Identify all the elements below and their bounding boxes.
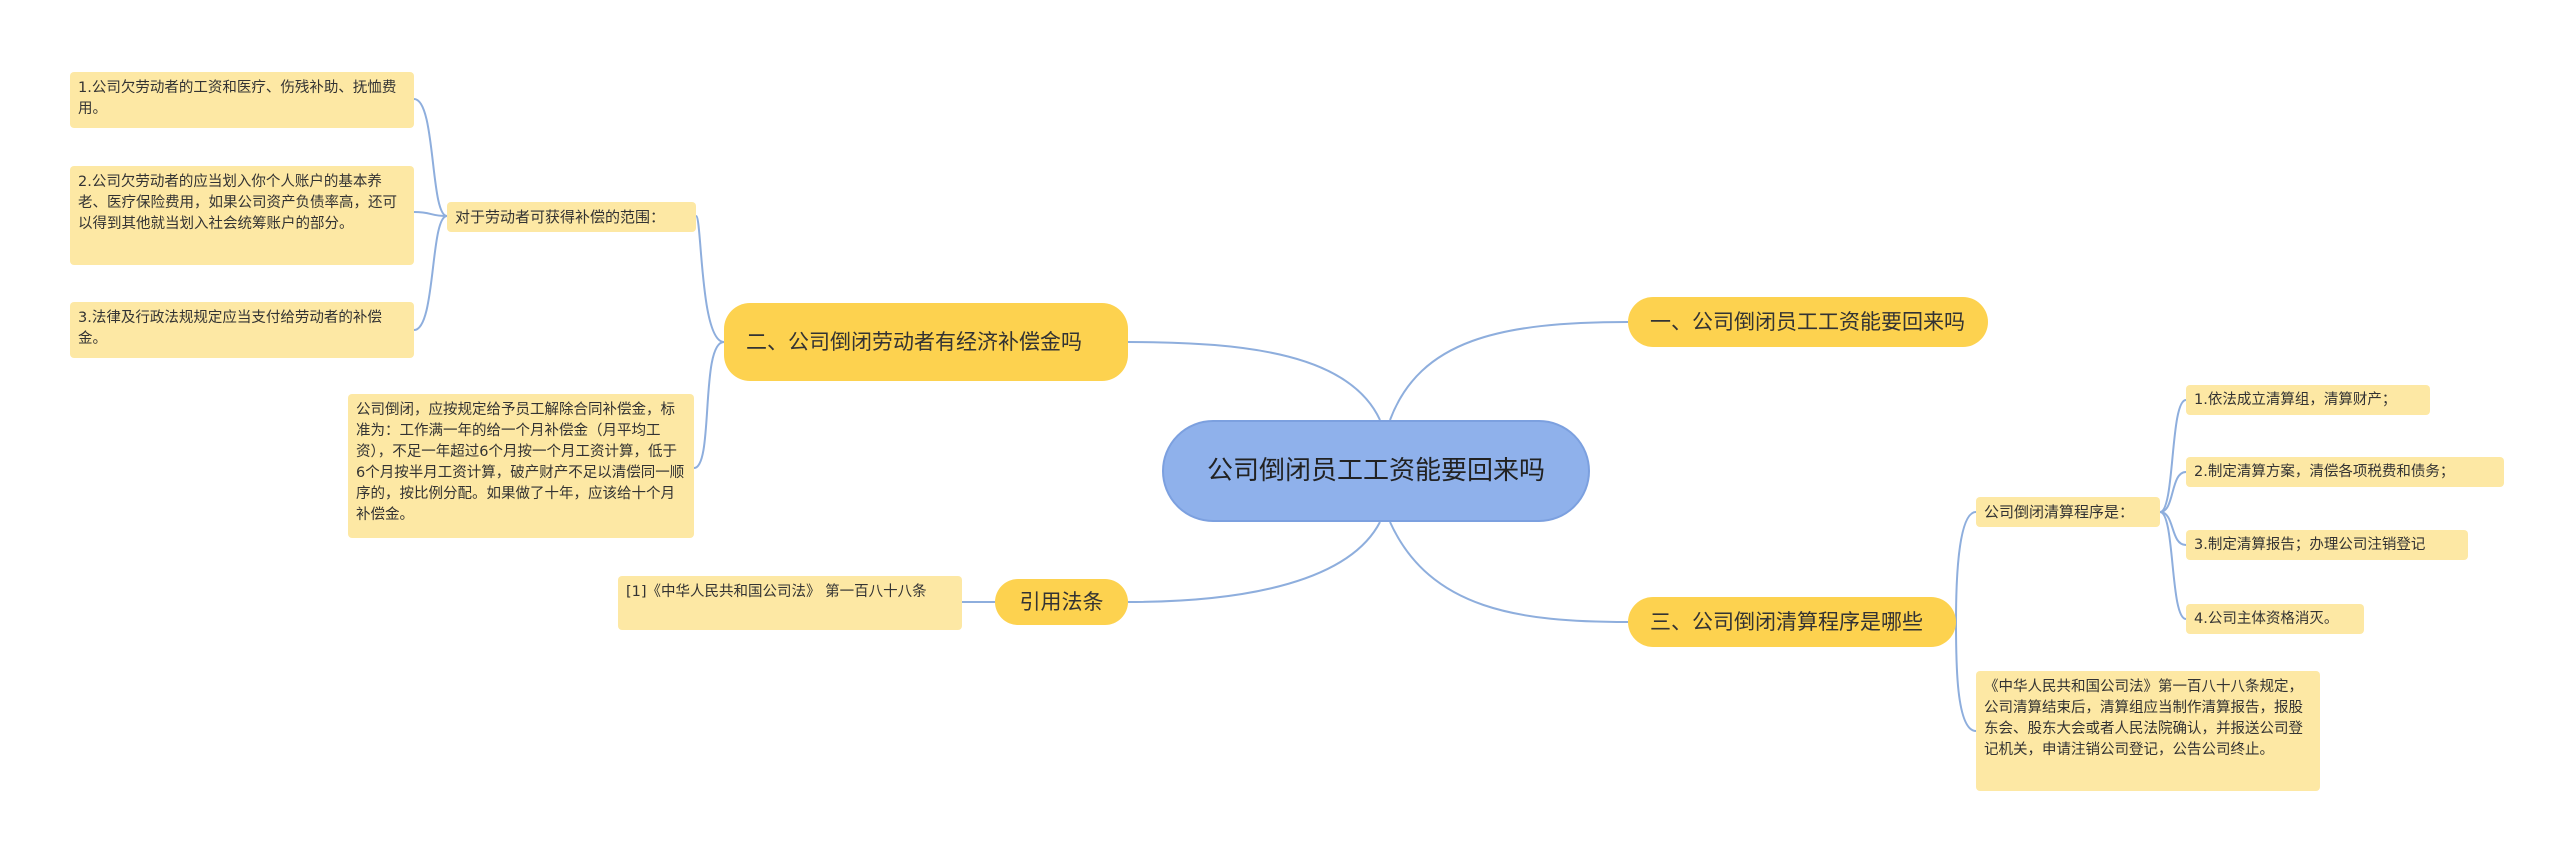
branch-4-ref-text: [1]《中华人民共和国公司法》 第一百八十八条 [626, 584, 927, 600]
branch-3-label: 三、公司倒闭清算程序是哪些 [1650, 610, 1923, 634]
branch-3-step-4-text: 4.公司主体资格消灭。 [2194, 610, 2339, 627]
branch-3-step-2[interactable]: 2.制定清算方案，清偿各项税费和债务； [2186, 457, 2504, 487]
branch-2-item-1[interactable]: 1.公司欠劳动者的工资和医疗、伤残补助、抚恤费用。 [70, 72, 414, 128]
branch-1-label: 一、公司倒闭员工工资能要回来吗 [1650, 310, 1965, 334]
branch-2-item-2-text: 2.公司欠劳动者的应当划入你个人账户的基本养老、医疗保险费用，如果公司资产负债率… [78, 174, 397, 232]
branch-2[interactable]: 二、公司倒闭劳动者有经济补偿金吗 [724, 303, 1128, 381]
branch-3[interactable]: 三、公司倒闭清算程序是哪些 [1628, 597, 1956, 647]
branch-4-label: 引用法条 [1019, 590, 1104, 614]
branch-3-step-1[interactable]: 1.依法成立清算组，清算财产； [2186, 385, 2430, 415]
branch-3-step-4[interactable]: 4.公司主体资格消灭。 [2186, 604, 2364, 634]
branch-3-note[interactable]: 《中华人民共和国公司法》第一百八十八条规定，公司清算结束后，清算组应当制作清算报… [1976, 671, 2320, 791]
branch-2-item-3-text: 3.法律及行政法规规定应当支付给劳动者的补偿金。 [78, 310, 382, 347]
branch-3-step-2-text: 2.制定清算方案，清偿各项税费和债务； [2194, 463, 2455, 480]
branch-2-note-text: 公司倒闭，应按规定给予员工解除合同补偿金，标准为：工作满一年的给一个月补偿金（月… [356, 402, 685, 523]
branch-3-step-3[interactable]: 3.制定清算报告；办理公司注销登记 [2186, 530, 2468, 560]
root-topic[interactable]: 公司倒闭员工工资能要回来吗 [1162, 420, 1590, 522]
branch-2-item-1-text: 1.公司欠劳动者的工资和医疗、伤残补助、抚恤费用。 [78, 80, 397, 117]
branch-2-item-3[interactable]: 3.法律及行政法规规定应当支付给劳动者的补偿金。 [70, 302, 414, 358]
branch-3-step-3-text: 3.制定清算报告；办理公司注销登记 [2194, 536, 2426, 553]
branch-2-sub[interactable]: 对于劳动者可获得补偿的范围： [447, 202, 696, 232]
branch-3-step-1-text: 1.依法成立清算组，清算财产； [2194, 391, 2397, 408]
branch-1[interactable]: 一、公司倒闭员工工资能要回来吗 [1628, 297, 1988, 347]
branch-2-item-2[interactable]: 2.公司欠劳动者的应当划入你个人账户的基本养老、医疗保险费用，如果公司资产负债率… [70, 166, 414, 265]
branch-3-sub[interactable]: 公司倒闭清算程序是： [1976, 497, 2160, 527]
root-topic-label: 公司倒闭员工工资能要回来吗 [1206, 456, 1545, 486]
branch-3-sub-label: 公司倒闭清算程序是： [1984, 502, 2135, 521]
branch-3-note-text: 《中华人民共和国公司法》第一百八十八条规定，公司清算结束后，清算组应当制作清算报… [1984, 679, 2303, 758]
branch-2-sub-label: 对于劳动者可获得补偿的范围： [455, 207, 666, 226]
branch-4[interactable]: 引用法条 [995, 579, 1128, 625]
branch-4-ref[interactable]: [1]《中华人民共和国公司法》 第一百八十八条 [618, 576, 962, 630]
branch-2-label: 二、公司倒闭劳动者有经济补偿金吗 [746, 330, 1082, 354]
branch-2-note[interactable]: 公司倒闭，应按规定给予员工解除合同补偿金，标准为：工作满一年的给一个月补偿金（月… [348, 394, 694, 538]
